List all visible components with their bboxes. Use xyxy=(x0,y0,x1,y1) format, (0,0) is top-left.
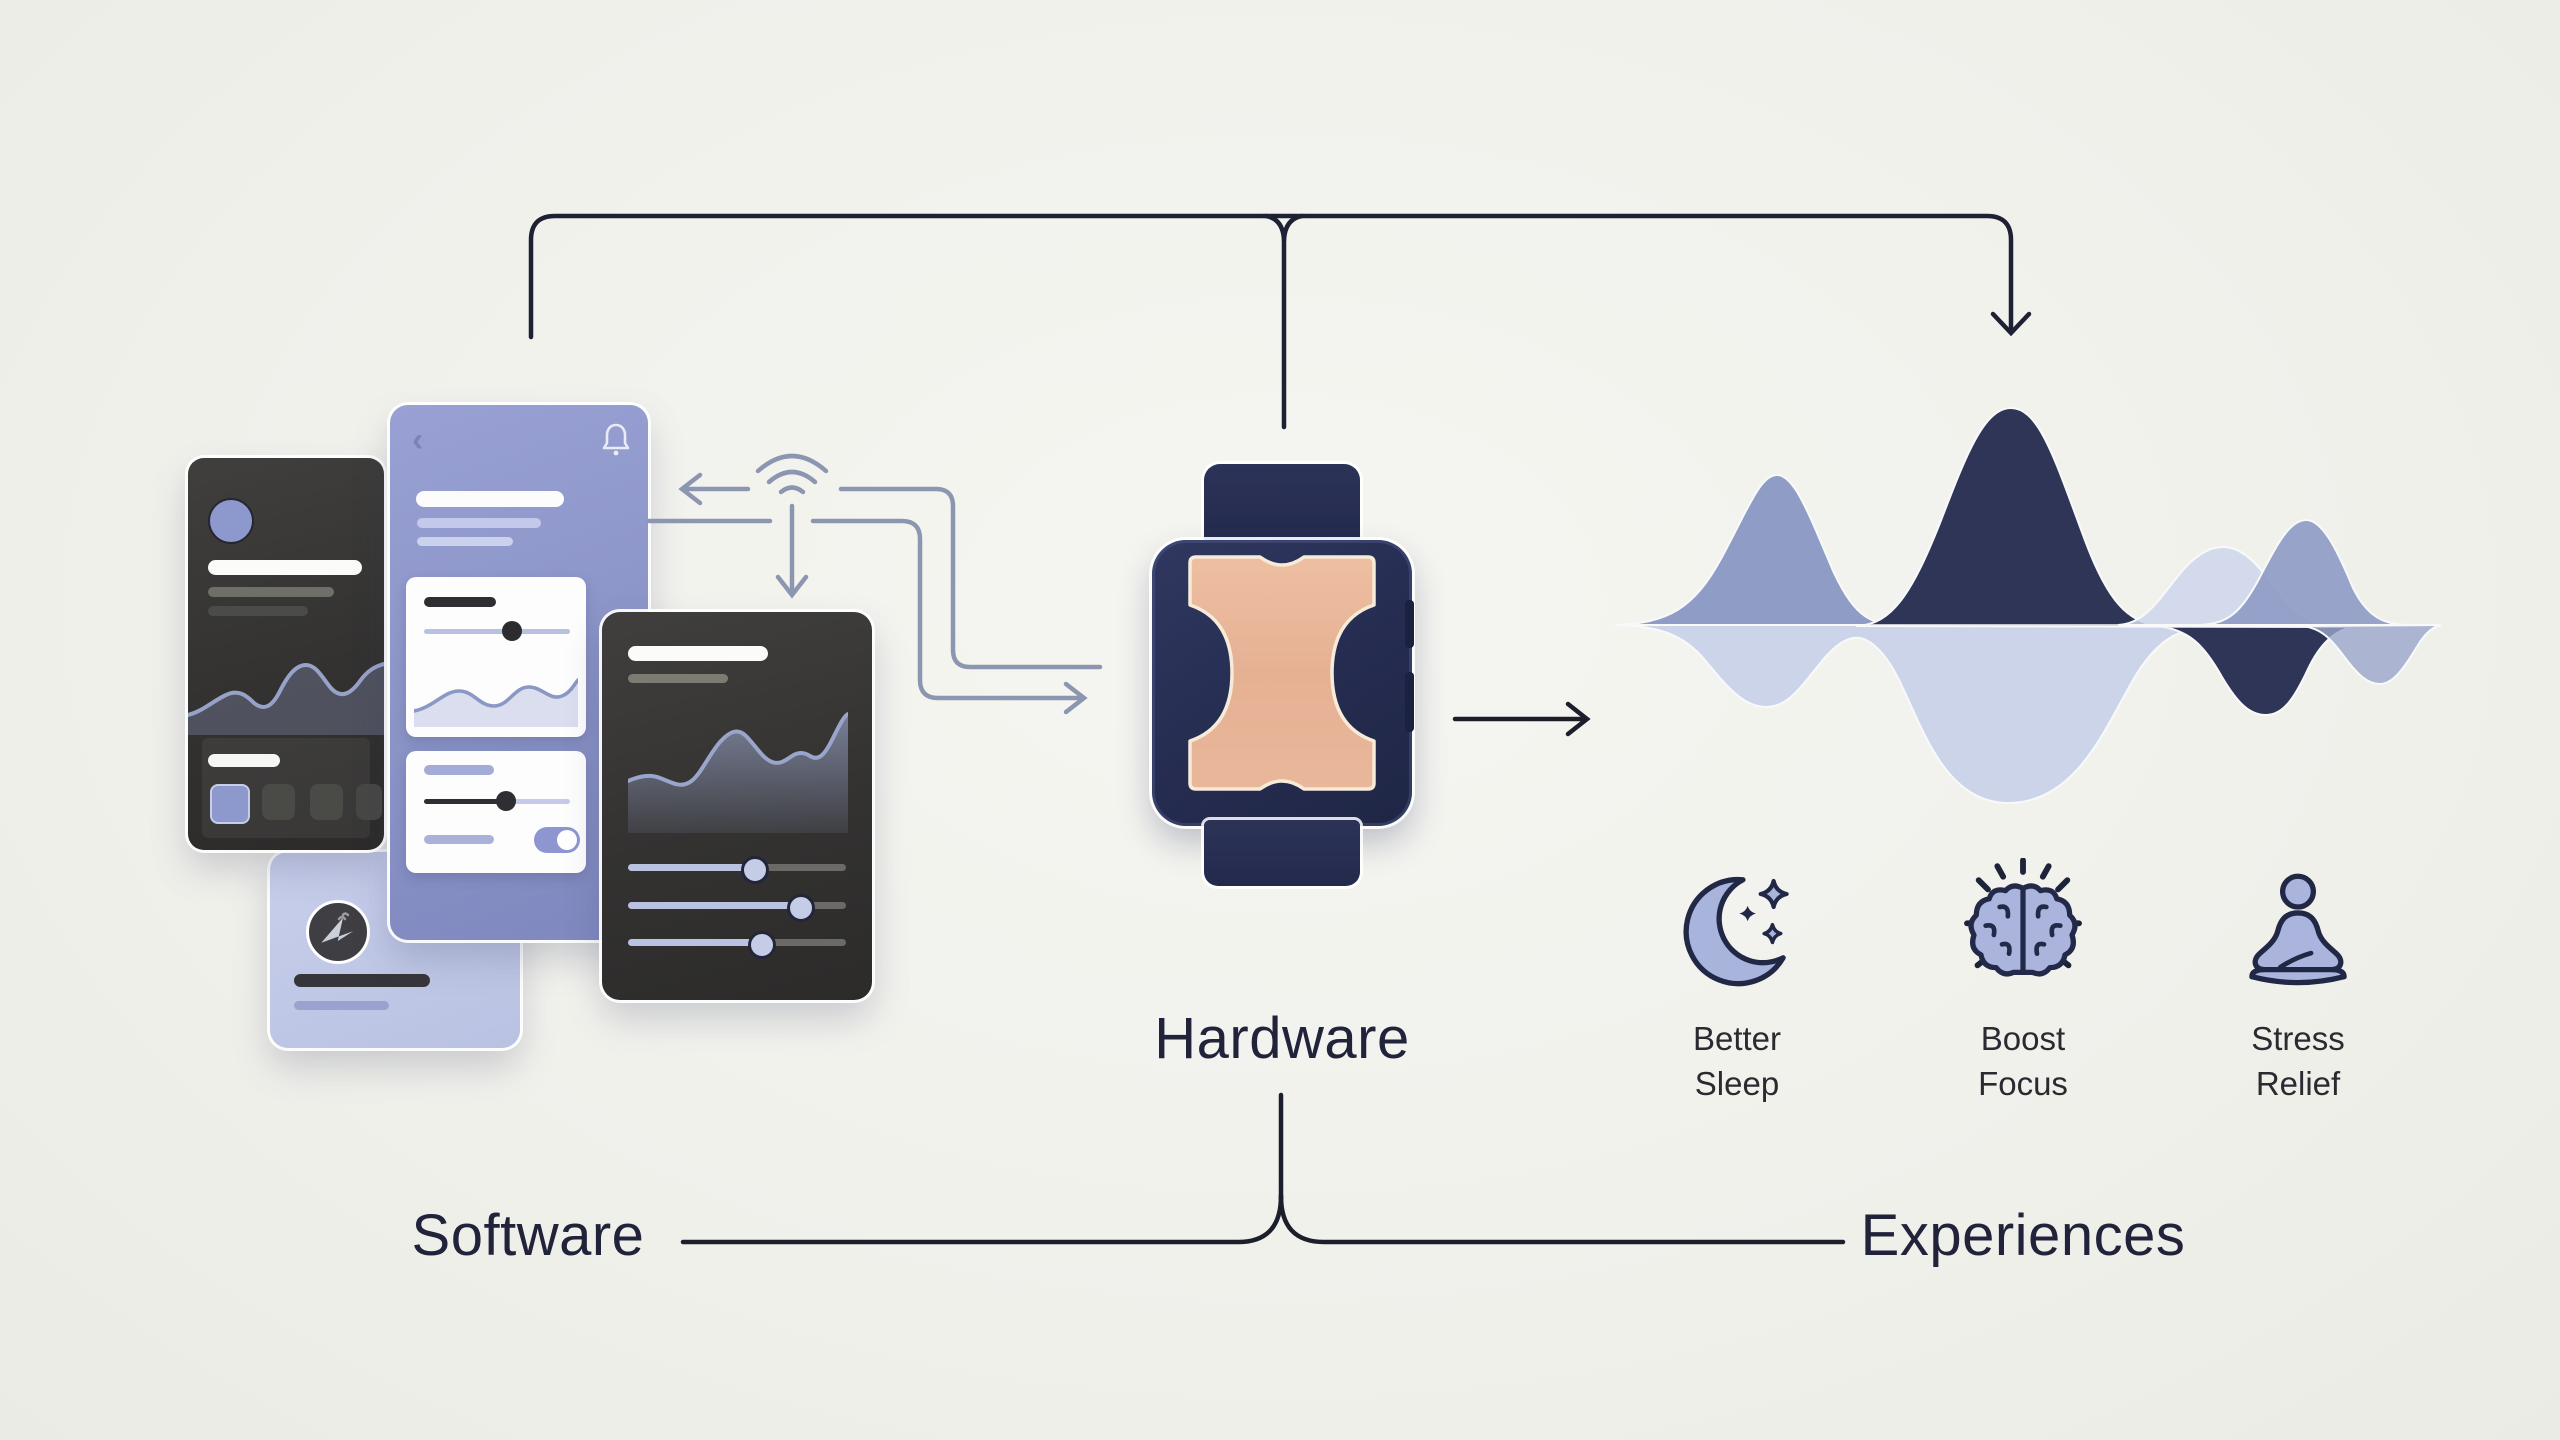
text-bar xyxy=(628,646,768,661)
text-bar xyxy=(417,537,513,546)
left-arrow xyxy=(678,472,751,506)
text-bar xyxy=(208,560,362,575)
text-bar xyxy=(294,1001,389,1010)
text-bar xyxy=(424,765,494,775)
benefit-label-line1: Boost xyxy=(1980,1020,2066,1057)
wave-upper-medium-left xyxy=(1614,473,1905,626)
slider-track xyxy=(752,864,846,871)
mini-line-chart xyxy=(414,678,578,727)
wave-upper-medium-right xyxy=(2199,518,2438,626)
benefit-label-line1: Stress xyxy=(2251,1020,2345,1057)
data-path-upper xyxy=(838,486,1103,670)
tile-selected xyxy=(210,784,250,824)
fork-right-branch xyxy=(1278,1193,1846,1245)
tile xyxy=(262,784,295,820)
benefit-stress-relief: Stress Relief xyxy=(2178,858,2418,1106)
text-bar xyxy=(208,587,334,597)
slider-track xyxy=(424,629,570,634)
hardware-label: Hardware xyxy=(1154,1006,1410,1071)
electrode-pad xyxy=(1188,555,1376,791)
text-bar xyxy=(628,674,728,683)
slider-knob xyxy=(502,621,522,641)
benefit-boost-focus: Boost Focus xyxy=(1903,858,2143,1106)
experience-waveform xyxy=(1614,406,2442,805)
line-chart xyxy=(188,662,384,735)
wave-lower-medium-right xyxy=(2301,624,2442,686)
navigation-bolt-icon xyxy=(306,900,370,964)
slider-track xyxy=(759,939,846,946)
fork-left-branch xyxy=(680,1193,1284,1245)
slider-track-filled xyxy=(424,799,504,804)
dark-tablet-mockup-right xyxy=(602,612,872,1000)
settings-card xyxy=(406,577,586,737)
slider-track-filled xyxy=(628,864,752,871)
toggle-knob xyxy=(557,830,577,850)
watch-side-button xyxy=(1405,672,1414,732)
watch-strap-bottom xyxy=(1204,820,1360,886)
text-bar xyxy=(294,974,430,987)
bracket-down-arrow-head xyxy=(1990,311,2032,337)
slider-track xyxy=(504,799,570,804)
benefit-label-line2: Focus xyxy=(1978,1065,2068,1102)
slider-knob xyxy=(741,856,769,884)
dark-phone-mockup-left xyxy=(188,458,384,850)
slider-knob xyxy=(496,791,516,811)
text-bar xyxy=(416,491,564,507)
top-bracket-line xyxy=(528,213,2014,340)
slider-track-filled xyxy=(628,902,798,909)
slider-knob xyxy=(748,931,776,959)
benefit-label-line1: Better xyxy=(1692,1020,1782,1057)
wave-baseline xyxy=(1615,624,2440,626)
hardware-wearable xyxy=(1152,464,1414,886)
toggle-switch xyxy=(534,827,580,853)
watch-side-button xyxy=(1405,600,1414,648)
bottom-fork xyxy=(680,1092,1846,1245)
tile xyxy=(310,784,343,820)
moon-sparkles-icon xyxy=(1617,858,1857,998)
experiences-label: Experiences xyxy=(1860,1203,2186,1268)
wifi-icon xyxy=(755,453,829,474)
benefit-better-sleep: Better Sleep xyxy=(1617,858,1857,1106)
watch-strap-top xyxy=(1204,464,1360,548)
text-bar xyxy=(417,518,541,528)
slider-track xyxy=(798,902,846,909)
down-arrow xyxy=(775,503,809,599)
bracket-tee-fillets xyxy=(1263,213,1305,243)
back-chevron-icon: ‹ xyxy=(412,421,424,459)
text-bar xyxy=(208,754,280,767)
slider-knob xyxy=(787,894,815,922)
meditation-icon xyxy=(2178,858,2418,998)
wave-lower-pale xyxy=(1617,624,2439,805)
text-bar xyxy=(424,835,494,844)
right-arrow-to-experiences xyxy=(1452,701,1591,737)
text-bar xyxy=(208,606,308,616)
tile xyxy=(356,784,382,820)
benefit-label-line2: Relief xyxy=(2255,1065,2341,1102)
wave-navy xyxy=(1855,406,2353,717)
avatar xyxy=(208,498,254,544)
slider-track-filled xyxy=(628,939,759,946)
settings-card xyxy=(406,751,586,873)
text-bar xyxy=(424,597,496,607)
benefit-label-line2: Sleep xyxy=(1694,1065,1780,1102)
software-label: Software xyxy=(411,1203,645,1268)
area-chart xyxy=(628,712,848,833)
brain-icon xyxy=(1903,858,2143,998)
bell-icon xyxy=(602,423,630,456)
